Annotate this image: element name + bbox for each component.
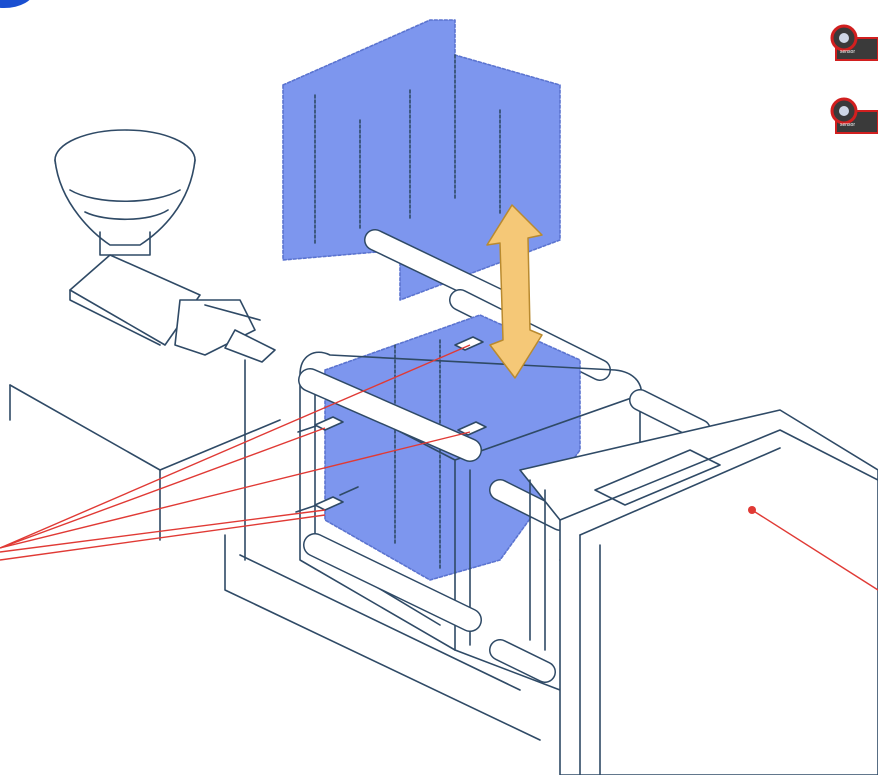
double-arrow-up-down-icon [486,204,543,379]
hopper [54,129,196,256]
camera-sensor-icon [830,24,878,61]
camera-sensor-icon [830,97,878,134]
legend-label-2: sensor [840,122,856,128]
sensor-point-marker [748,506,756,514]
sensor-lines [0,344,878,591]
legend-item-2[interactable]: sensor [826,93,878,137]
upper-mold [282,19,561,301]
legend-label-1: sensor [840,49,856,55]
clamp-unit [519,409,878,775]
legend-item-1[interactable]: sensor [826,20,878,64]
injection-barrel [69,254,276,561]
sensor-mounts [295,336,487,513]
corner-badge [0,0,34,8]
